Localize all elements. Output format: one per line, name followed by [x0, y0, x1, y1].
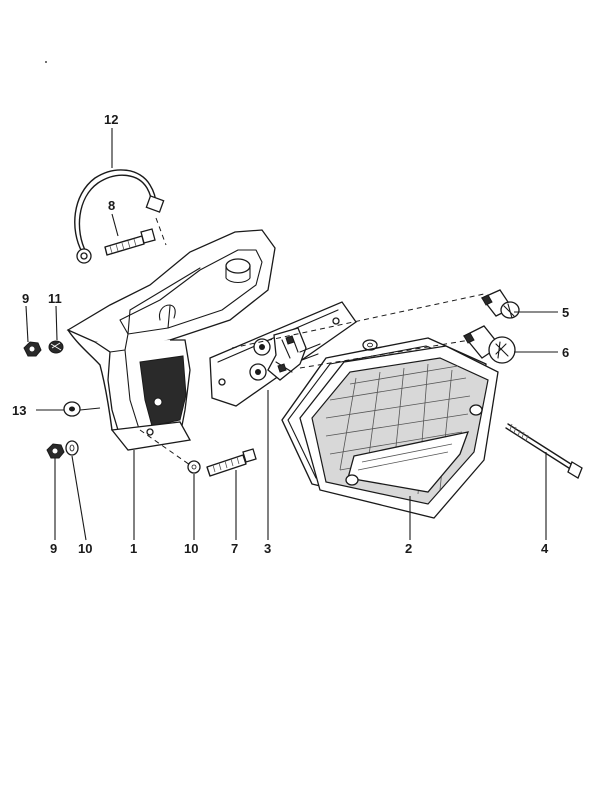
long-bolt-part-4: [505, 423, 583, 479]
callout-9-lower: 9: [50, 541, 57, 556]
bulb-part-6: [462, 325, 516, 364]
washer-part-10-right: [187, 460, 201, 474]
callout-leader-lines: [25, 128, 558, 541]
scan-speck: [45, 61, 47, 63]
lock-washer-part-11: [48, 340, 64, 354]
assembly-guide-lines: [139, 217, 485, 466]
ground-wire-part-12: [74, 169, 165, 264]
callout-8: 8: [108, 198, 115, 213]
grommet-part-13: [63, 401, 81, 417]
nut-part-9-upper: [23, 341, 42, 357]
callout-5: 5: [562, 305, 569, 320]
washer-part-10-left: [65, 440, 79, 456]
bracket-housing-part-1: [66, 229, 276, 451]
callout-13: 13: [12, 403, 26, 418]
callout-12: 12: [104, 112, 118, 127]
bulb-part-5: [480, 289, 520, 319]
callout-11: 11: [48, 291, 62, 306]
lamp-base-plate-part-3: [209, 301, 357, 407]
lens-part-2: [281, 337, 499, 519]
callout-1: 1: [130, 541, 137, 556]
screw-part-7: [206, 448, 257, 477]
callout-10-right: 10: [184, 541, 198, 556]
callout-2: 2: [405, 541, 412, 556]
callout-6: 6: [562, 345, 569, 360]
nut-part-9-lower: [46, 443, 65, 459]
callout-9-upper: 9: [22, 291, 29, 306]
callout-10-left: 10: [78, 541, 92, 556]
callout-labels: 12 8 9 11 13 9 10 1 10 7 3 2 4 5 6: [12, 112, 569, 556]
callout-3: 3: [264, 541, 271, 556]
callout-4: 4: [541, 541, 549, 556]
callout-7: 7: [231, 541, 238, 556]
screw-part-8: [104, 228, 156, 256]
